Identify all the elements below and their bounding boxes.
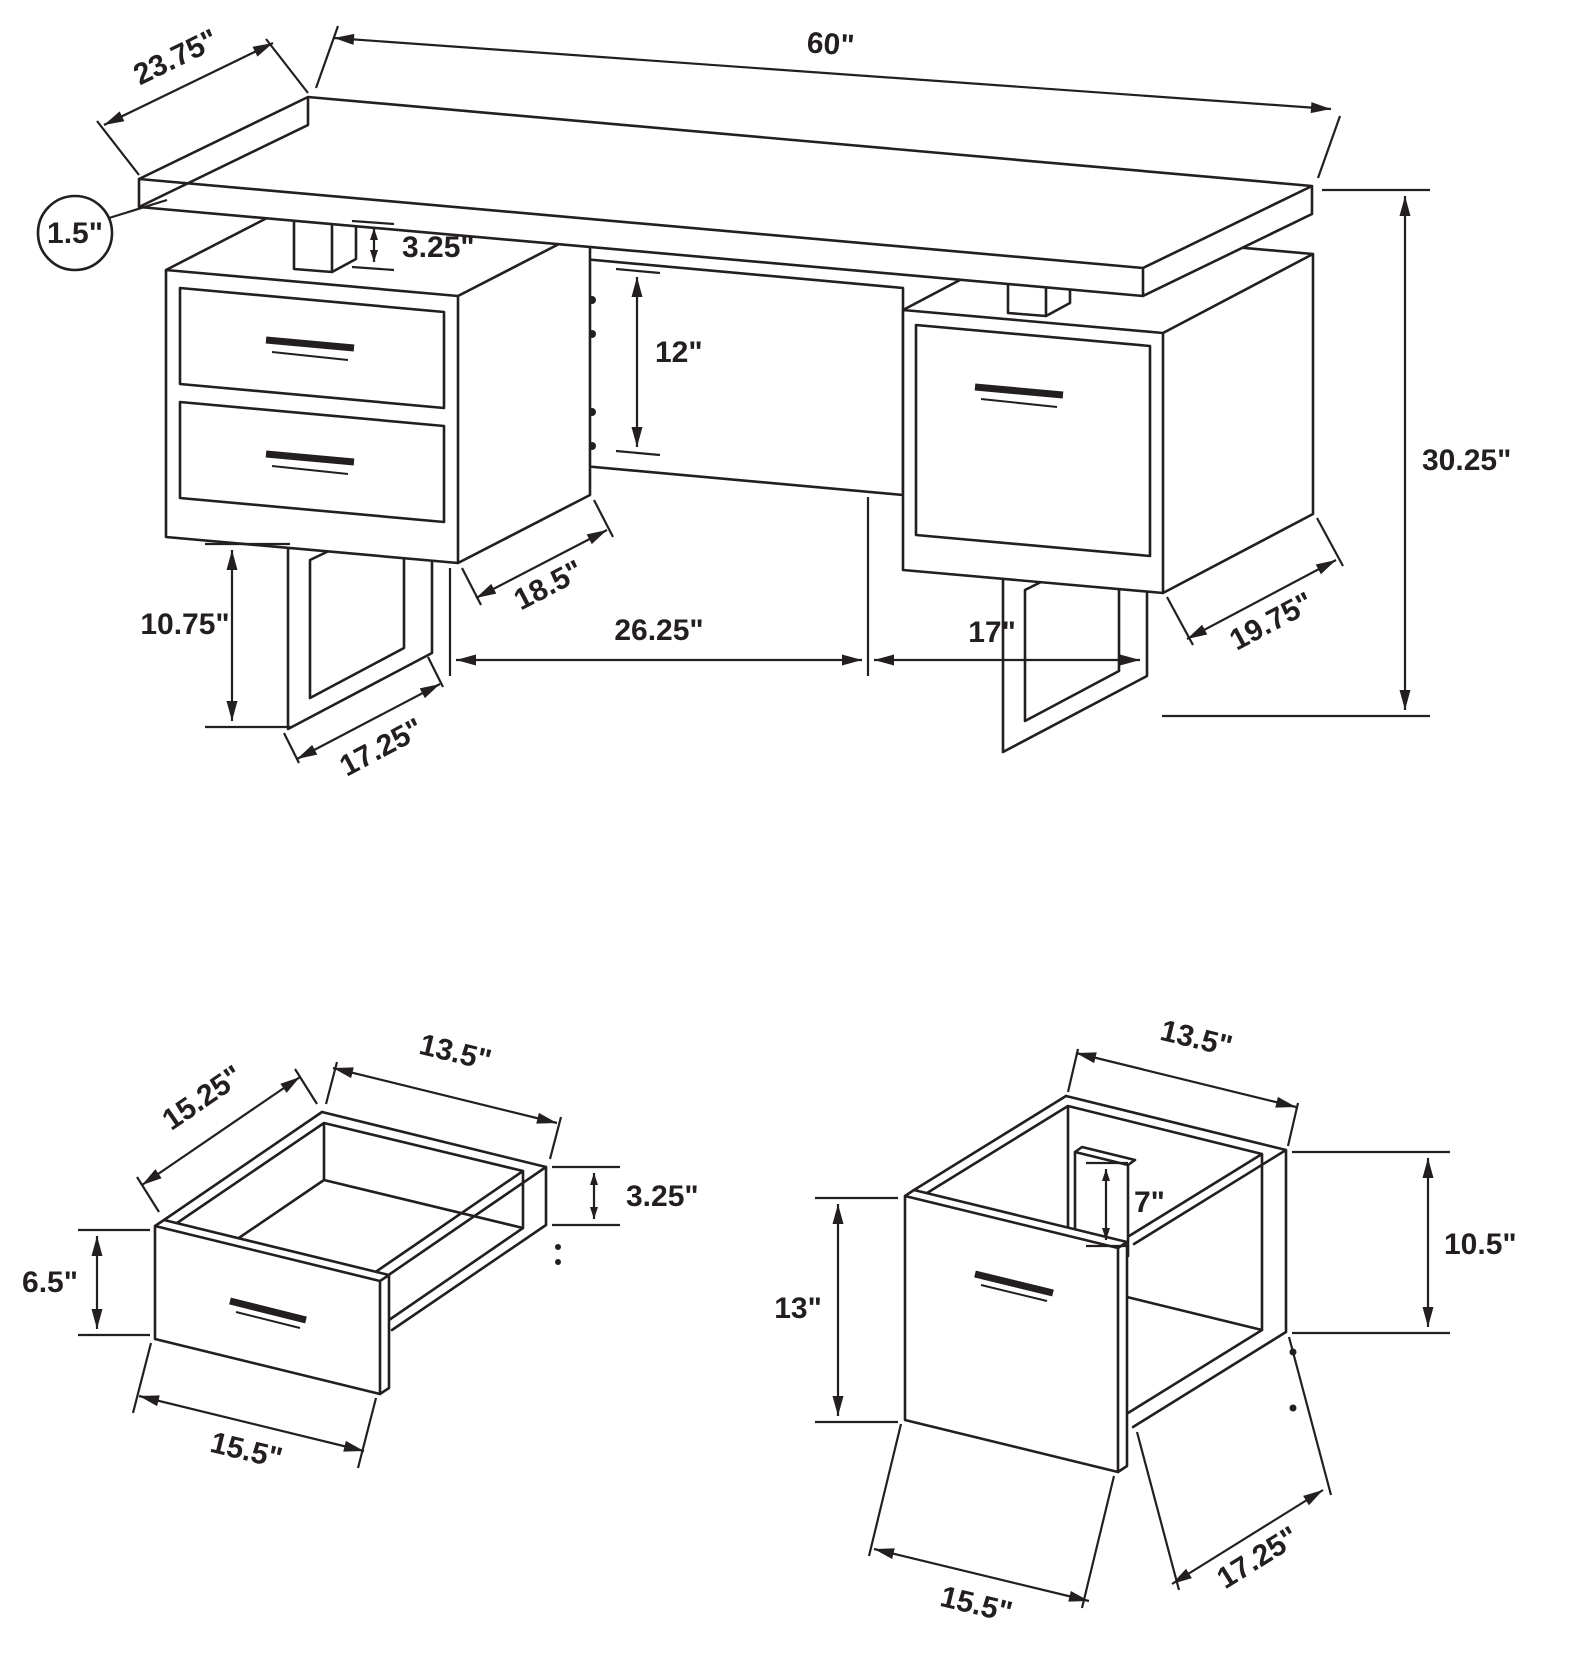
dim-label-small-drawer-side-height: 3.25" [626,1180,699,1213]
desktop-slab [137,95,1314,298]
drawer-handle-mount [235,1311,301,1329]
drawer-handle-mount [271,351,349,475]
dim-knee-space-width: 26.25" [448,497,870,676]
dim-label-small-drawer-front-width: 15.5" [207,1426,285,1475]
file-drawer-dimensions: 13.5" 7" 13" 10.5" 15.5" 17.25" [774,1014,1516,1629]
extension-lines [324,1061,563,1160]
dimension-line [1171,1489,1324,1585]
drawer-handle [265,336,355,466]
dim-label-file-hanger-height: 7" [1134,1186,1165,1219]
extension-lines [1162,188,1430,718]
dimension-line [141,1076,301,1186]
dim-label-leg-clearance-height: 10.75" [140,608,229,641]
dim-label-file-side-height: 10.5" [1444,1228,1517,1261]
dim-label-leg-runner-length: 17.25" [334,712,428,783]
dim-desk-top-width: 60" [314,25,1342,179]
dim-file-depth: 17.25" [1135,1336,1333,1596]
extension-ticks [351,219,395,272]
extension-lines [283,656,444,764]
extension-lines [461,499,614,606]
drawer-front-panel [153,1218,391,1396]
extension-ticks [205,542,292,729]
extension-ticks [1086,1161,1128,1248]
extension-ticks [815,1196,898,1424]
dim-label-file-front-width: 15.5" [937,1580,1015,1629]
small-drawer-dimensions: 15.25" 13.5" 6.5" 3.25" 15.5" [22,1028,699,1475]
dim-label-file-drawer-width: 13.5" [1157,1014,1235,1063]
extension-lines [1135,1336,1333,1591]
dim-file-drawer-width: 13.5" [1066,1014,1300,1147]
dimension-line [475,529,608,599]
dimension-line [138,1394,365,1453]
dim-small-drawer-front-height: 6.5" [22,1228,150,1337]
cam-hole [1289,1404,1297,1412]
drawer-handle [229,1297,307,1324]
dimension-line [333,33,1332,114]
cam-hole [555,1244,561,1250]
dim-label-overall-height: 30.25" [1422,444,1511,477]
desk-assembly-view [137,95,1315,754]
extension-lines [96,38,309,176]
dim-label-back-panel-height: 12" [655,336,703,369]
extension-ticks [78,1228,150,1337]
tray-walls-edges [912,1094,1288,1429]
extension-lines [136,1068,318,1213]
right-pedestal [901,229,1315,595]
dim-leg-clearance-height: 10.75" [140,542,292,729]
dim-label-right-pedestal-depth: 19.75" [1224,586,1318,657]
dim-small-drawer-side-height: 3.25" [552,1165,699,1227]
dim-file-front-height: 13" [774,1196,898,1424]
dim-label-small-drawer-width: 13.5" [416,1028,494,1077]
dimension-line [332,1066,558,1125]
dimension-line [873,1547,1090,1603]
drawer-handle-mount [980,1284,1048,1302]
dimension-line [296,683,441,760]
drawer-front-panel [903,1188,1129,1474]
left-drawer-fronts [178,286,446,524]
dim-label-small-drawer-front-height: 6.5" [22,1266,78,1299]
file-drawer-front [914,323,1152,558]
extension-ticks [615,267,661,457]
dim-label-mount-gap: 3.25" [402,231,475,264]
drawer-handle [974,383,1064,399]
dim-desk-mount-gap: 3.25" [351,219,475,272]
dim-label-knee-space-width: 26.25" [614,614,703,647]
back-panel-face [570,256,905,497]
dim-back-panel-height: 12" [615,267,703,457]
dim-desk-top-thickness: 1.5" [36,194,168,272]
dim-label-desk-top-depth: 23.75" [128,23,223,92]
dim-label-right-pedestal-width: 17" [968,616,1016,649]
extension-lines [1066,1048,1300,1147]
drawer-handle-mount [980,398,1058,408]
dim-label-small-drawer-depth: 15.25" [156,1059,248,1137]
desk-back-panel [570,256,905,497]
left-pedestal [164,200,592,565]
drawer-handle [974,1270,1054,1297]
dim-label-left-pedestal-depth: 18.5" [509,554,589,617]
leader-line [108,198,168,220]
callout-circle [36,194,114,272]
dim-small-drawer-width: 13.5" [324,1028,563,1160]
extension-ticks [1292,1150,1450,1335]
extension-lines [131,1342,378,1469]
extension-ticks [552,1165,620,1227]
dim-overall-height: 30.25" [1162,188,1511,718]
small-drawer-view [153,1110,561,1396]
dimension-line [1186,559,1337,640]
dim-label-desk-top-thickness: 1.5" [47,217,103,250]
dim-file-side-height: 10.5" [1292,1150,1517,1335]
file-drawer-view [903,1094,1297,1474]
dim-label-file-front-height: 13" [774,1292,822,1325]
cam-hole [555,1259,561,1265]
dim-file-hanger-height: 7" [1086,1161,1165,1248]
dim-label-desk-top-width: 60" [806,26,856,62]
extension-lines [448,497,870,676]
dimension-line [1075,1051,1297,1109]
dimension-line [103,42,274,126]
dim-right-pedestal-width: 17" [874,616,1140,666]
